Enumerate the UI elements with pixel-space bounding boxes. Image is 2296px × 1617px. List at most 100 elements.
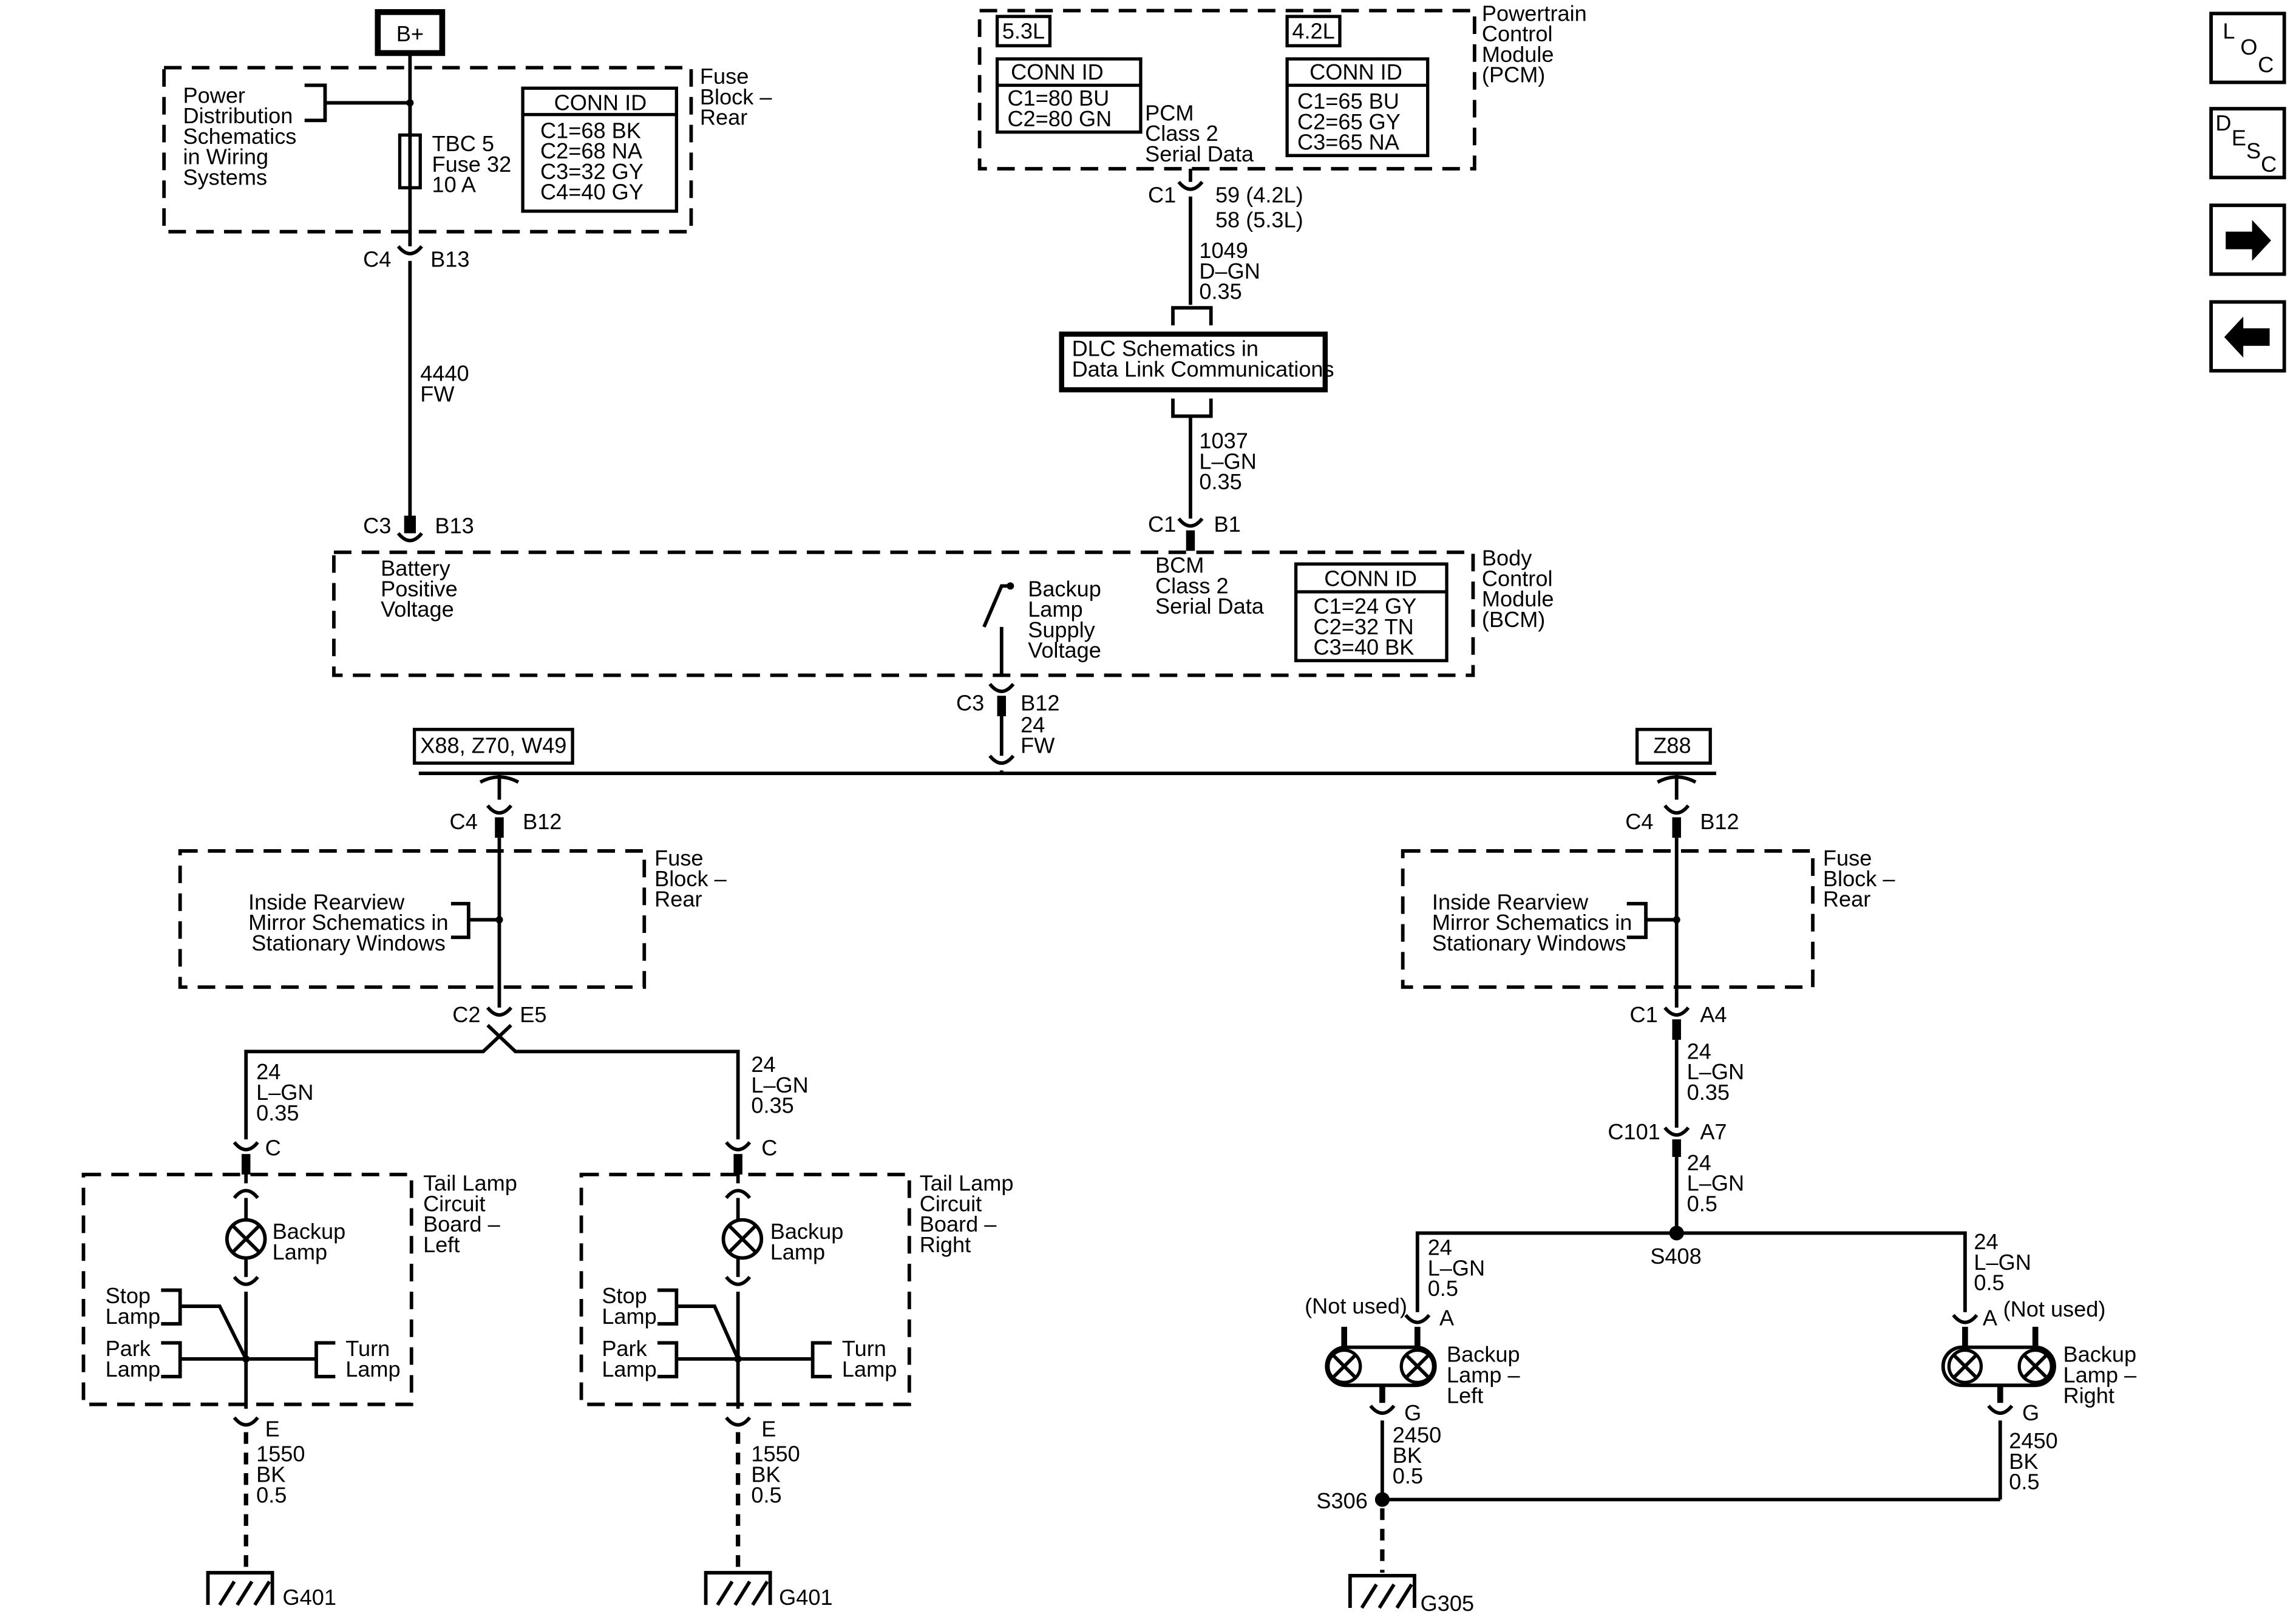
svg-text:O: O xyxy=(2240,35,2257,59)
connector-c1-pcm: C1 xyxy=(1148,182,1176,207)
prev-button[interactable] xyxy=(2209,300,2286,373)
svg-text:Z88: Z88 xyxy=(1653,733,1691,758)
dlc-section: DLC Schematics in Data Link Communicatio… xyxy=(1059,306,1334,551)
svg-text:C: C xyxy=(265,1136,281,1161)
svg-text:G: G xyxy=(2022,1400,2039,1425)
mirror-label-left: Inside Rearview Mirror Schematics in Sta… xyxy=(248,889,455,955)
svg-text:(Not used): (Not used) xyxy=(2003,1297,2106,1321)
svg-text:24 L–GN 0.5: 24 L–GN 0.5 xyxy=(1974,1229,2037,1295)
svg-text:E: E xyxy=(761,1417,776,1442)
svg-text:C1=24 GY C2=32 TN: C1=24 GY C2=32 TN C3=40 BK xyxy=(1314,594,1423,660)
svg-text:E: E xyxy=(2232,125,2246,150)
svg-text:G401: G401 xyxy=(283,1585,336,1610)
pcm-box xyxy=(977,8,1476,171)
svg-text:Backup Lamp: Backup Lamp xyxy=(273,1219,352,1264)
option-tag-right xyxy=(1635,728,1712,765)
svg-text:L: L xyxy=(2223,18,2235,43)
arrow-left-icon xyxy=(2224,316,2270,358)
svg-text:D: D xyxy=(2215,110,2231,135)
option-tag-left xyxy=(412,728,574,765)
right-branch: C4 B12 Fuse Block – Rear Inside Rearview… xyxy=(1305,804,2142,1616)
svg-text:S408: S408 xyxy=(1650,1244,1701,1269)
bcm-box xyxy=(332,551,1475,677)
svg-text:C: C xyxy=(761,1136,777,1161)
pcm-module-label: Powertrain Control Module (PCM) xyxy=(1482,1,1593,87)
svg-text:24 L–GN 0.35: 24 L–GN 0.35 xyxy=(751,1052,815,1118)
desc-button[interactable]: D E S C xyxy=(2209,107,2286,180)
svg-text:Tail Lamp Circuit: Tail Lamp Circuit Board – Left xyxy=(423,1171,523,1257)
svg-text:Turn Lamp: Turn Lamp xyxy=(345,1336,400,1381)
svg-text:24 L–GN 0.35: 24 L–GN 0.35 xyxy=(1687,1039,1751,1105)
next-button[interactable] xyxy=(2209,203,2286,276)
svg-text:G: G xyxy=(1404,1400,1421,1425)
svg-text:G401: G401 xyxy=(779,1585,832,1610)
wire-1049-label: 1049 D–GN 0.35 xyxy=(1199,238,1266,304)
svg-text:Fuse Block – Rear: Fuse Block – Rear xyxy=(1823,846,1901,912)
svg-text:Park Lamp: Park Lamp xyxy=(602,1336,656,1381)
svg-text:(Not used): (Not used) xyxy=(1305,1293,1407,1318)
connector-c4-top: C4 xyxy=(363,247,391,272)
svg-text:C: C xyxy=(2258,52,2274,77)
pcm-pin-label: 59 (4.2L) 58 (5.3L) xyxy=(1215,182,1309,232)
svg-text:A: A xyxy=(1439,1305,1455,1330)
backup-lamp-supply-label: Backup Lamp Supply Voltage xyxy=(1028,576,1107,662)
svg-text:2450 BK 0.5: 2450 BK 0.5 xyxy=(1393,1422,1447,1488)
svg-text:C1: C1 xyxy=(1630,1002,1658,1027)
splice-s306 xyxy=(1374,1492,1390,1507)
option-bus: X88, Z70, W49 Z88 xyxy=(412,728,1716,800)
svg-text:Turn Lamp: Turn Lamp xyxy=(842,1336,897,1381)
ground-symbol-left-2 xyxy=(704,1571,772,1606)
svg-text:S: S xyxy=(2246,138,2261,163)
connector-c1-bcm: C1 xyxy=(1148,512,1176,537)
svg-text:B12: B12 xyxy=(523,809,562,834)
svg-text:Backup Lamp – Left: Backup Lamp – Left xyxy=(1447,1342,1526,1408)
svg-text:1550 BK 0.5: 1550 BK 0.5 xyxy=(751,1442,806,1508)
loc-button[interactable]: L O C xyxy=(2209,12,2286,84)
svg-text:Tail Lamp Circuit: Tail Lamp Circuit Board – Right xyxy=(920,1171,1020,1257)
wire-24-fw-label: 24 FW xyxy=(1021,713,1055,758)
ground-symbol-right xyxy=(1348,1573,1416,1609)
pcm-serial-data-label: PCM Class 2 Serial Data xyxy=(1145,100,1254,166)
pin-b13-bcm: B13 xyxy=(435,514,474,538)
svg-text:24 L–GN 0.5: 24 L–GN 0.5 xyxy=(1687,1150,1751,1216)
tag-5-3l xyxy=(995,15,1052,48)
bcm-conn-id-box xyxy=(1294,562,1449,663)
svg-text:E: E xyxy=(265,1417,280,1442)
svg-text:CONN ID: CONN ID xyxy=(1324,566,1417,591)
svg-text:C101: C101 xyxy=(1608,1119,1660,1144)
battery-positive-voltage-label: Battery Positive Voltage xyxy=(381,555,464,622)
svg-text:X88, Z70, W49: X88, Z70, W49 xyxy=(420,733,566,758)
svg-text:A7: A7 xyxy=(1700,1119,1727,1144)
pcm-conn-id-4-2l xyxy=(1285,57,1430,157)
svg-text:2450 BK 0.5: 2450 BK 0.5 xyxy=(2009,1428,2063,1494)
dlc-box xyxy=(1059,331,1328,393)
connector-c3-battery: C3 xyxy=(363,514,391,538)
svg-text:Backup Lamp – Righ: Backup Lamp – Right xyxy=(2063,1342,2142,1408)
fuse-label: TBC 5 Fuse 32 10 A xyxy=(432,131,518,197)
tag-4-2l xyxy=(1285,15,1342,48)
wire-4440-label: 4440 FW xyxy=(420,361,475,407)
mirror-label-right: Inside Rearview Mirror Schematics in Sta… xyxy=(1432,889,1639,955)
svg-text:C4: C4 xyxy=(1625,809,1653,834)
fuse-block-conn-id-title: CONN ID xyxy=(554,90,647,115)
svg-text:24 L–GN 0.5: 24 L–GN 0.5 xyxy=(1428,1235,1492,1301)
fuse-block-rear-right xyxy=(1401,849,1815,989)
svg-text:Backup Lamp: Backup Lamp xyxy=(770,1219,850,1264)
svg-text:B12: B12 xyxy=(1700,809,1739,834)
fuse-block-conn-id-lines: C1=68 BK C2=68 NA C3=32 GY C4=40 GY xyxy=(540,118,650,204)
fuse-block-conn-id-box xyxy=(521,86,678,213)
pin-b1-bcm: B1 xyxy=(1214,512,1241,537)
fuse-block-rear-top-label: Fuse Block – Rear xyxy=(700,64,778,130)
svg-text:E5: E5 xyxy=(520,1002,546,1027)
pin-b13-top: B13 xyxy=(430,247,469,272)
svg-text:A4: A4 xyxy=(1700,1002,1727,1027)
bcm-section: Body Control Module (BCM) Battery Positi… xyxy=(332,546,1554,774)
fuse-block-rear-left xyxy=(178,849,647,989)
pin-b12-bcm: B12 xyxy=(1021,690,1059,715)
wire-1037-label: 1037 L–GN 0.35 xyxy=(1199,429,1263,495)
svg-text:G305: G305 xyxy=(1421,1591,1474,1616)
ground-symbol-left-1 xyxy=(206,1571,274,1606)
arrow-right-icon xyxy=(2226,220,2271,261)
svg-text:S306: S306 xyxy=(1316,1488,1367,1513)
